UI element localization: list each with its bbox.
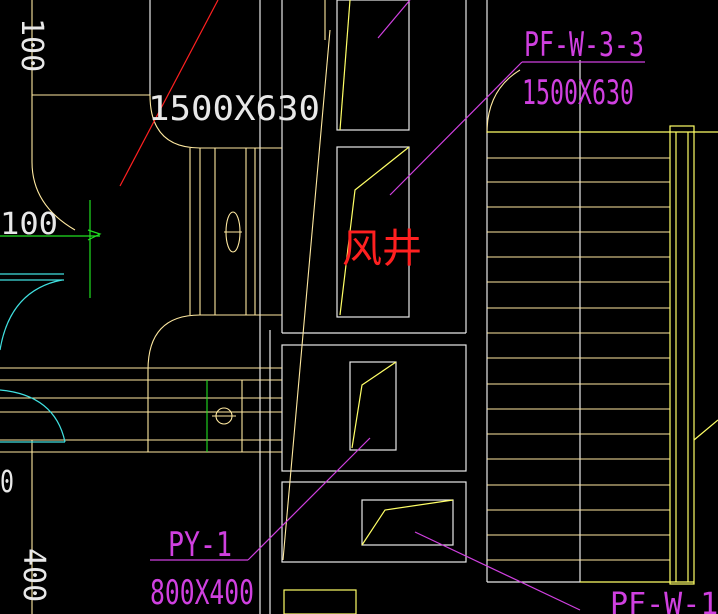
shaft-inner <box>349 361 397 451</box>
dim-arrow <box>87 229 102 241</box>
shaft-frame <box>281 481 467 563</box>
drawing-texts: 1500X630 100 100 0 400 风井 PF-W-3-3 1500X… <box>0 18 718 614</box>
duct-edge <box>486 69 521 134</box>
shaft-slant <box>339 146 410 316</box>
stair-lines <box>487 157 670 561</box>
shaft-label: 风井 <box>342 226 422 272</box>
leader-top <box>377 0 411 39</box>
wall-outlines <box>149 0 581 614</box>
red-leader <box>119 0 219 187</box>
shaft-slant <box>339 0 351 131</box>
fitting-arc <box>0 279 63 351</box>
shaft-slant <box>361 499 454 546</box>
leader-pf-w-1 <box>414 531 581 611</box>
dim-label-left: 100 <box>0 207 58 242</box>
tag-id-pf-w-1: PF-W-1 <box>610 587 718 614</box>
column-edge <box>693 419 718 441</box>
edge-label-bottom: 400 <box>16 548 51 602</box>
shaft-slant <box>351 361 397 449</box>
edge-label-top: 100 <box>14 18 49 72</box>
leader-py-1 <box>247 437 371 561</box>
shaft-frame <box>281 344 467 472</box>
shaft-inner <box>361 499 454 546</box>
dim-label-main-duct: 1500X630 <box>148 89 320 129</box>
duct-outlines <box>0 0 670 614</box>
tag-size-pf-w-3-3: 1500X630 <box>522 73 634 113</box>
leader-pf-w-3-3 <box>389 61 523 196</box>
cyan-fittings <box>0 273 66 443</box>
magenta-leaders <box>150 0 645 611</box>
lower-duct-stub <box>283 589 357 614</box>
duct-edge <box>31 161 76 231</box>
shaft-inner <box>336 146 410 318</box>
green-dims <box>0 200 102 298</box>
tag-id-pf-w-3-3: PF-W-3-3 <box>524 25 644 65</box>
fitting-arc <box>0 389 66 443</box>
duct-edge <box>149 94 282 149</box>
damper-symbols <box>206 211 243 452</box>
shaft-inner <box>336 0 410 131</box>
column-edge <box>669 125 695 585</box>
tag-size-py-1: 800X400 <box>150 573 254 613</box>
duct-edge <box>282 29 331 561</box>
yellow-elements <box>283 0 718 614</box>
duct-edge <box>147 314 282 452</box>
tag-id-py-1: PY-1 <box>168 525 232 565</box>
edge-label-mid: 0 <box>0 465 14 500</box>
